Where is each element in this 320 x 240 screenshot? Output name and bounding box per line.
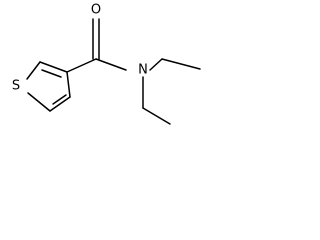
bond-ethyl1-methyl xyxy=(161,58,201,70)
atom-labels: S O N xyxy=(12,3,148,94)
bond-c3-c4 xyxy=(66,71,71,98)
bond-c2-c3 xyxy=(49,96,71,112)
thiophene-ring xyxy=(26,61,71,112)
bond-ring-carbonyl xyxy=(66,58,97,73)
diethyl-groups xyxy=(142,58,201,125)
bond-c4-c5 xyxy=(39,61,68,73)
oxygen-atom-label: O xyxy=(91,3,101,18)
bond-c2-c3-inner xyxy=(52,94,67,105)
sulfur-atom-label: S xyxy=(12,79,20,94)
bond-nitrogen-ethyl1 xyxy=(149,58,163,71)
bond-carbonyl-nitrogen xyxy=(95,58,127,71)
bond-c4-c5-inner xyxy=(41,69,62,78)
amide-group xyxy=(66,18,127,73)
bond-s-c2 xyxy=(27,92,51,112)
bond-ethyl2-methyl xyxy=(142,107,171,125)
chemical-structure: S O N xyxy=(12,3,201,125)
nitrogen-atom-label: N xyxy=(138,63,148,78)
bond-c5-s xyxy=(26,61,41,80)
